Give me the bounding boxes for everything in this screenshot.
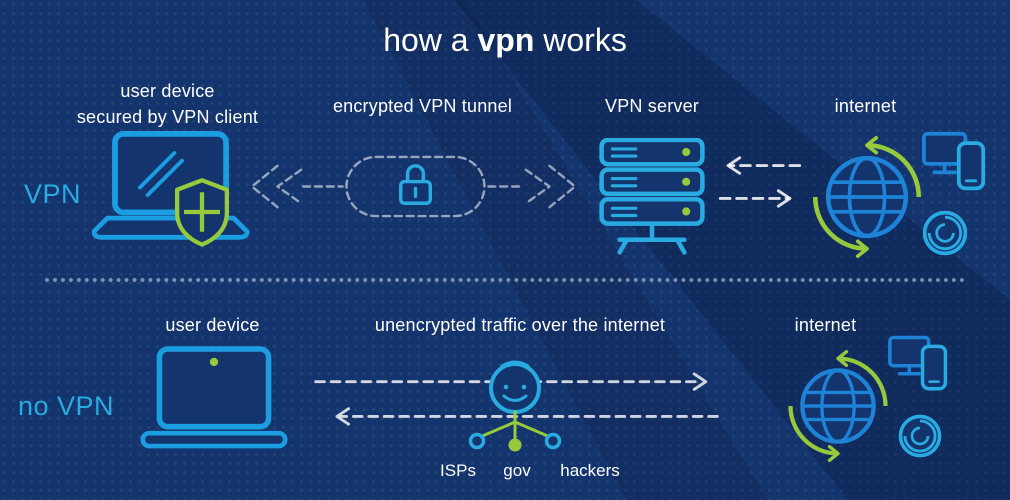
title-prefix: how a [383, 22, 478, 58]
encrypted-tunnel-label: encrypted VPN tunnel [332, 96, 513, 116]
arrow-right-head [692, 372, 708, 391]
globe-icon [806, 136, 928, 258]
laptop-icon-bottom [140, 346, 288, 450]
dotted-divider [45, 278, 965, 282]
tunnel-left-arrows [250, 155, 577, 218]
browser-swirl-icon-bottom [896, 412, 944, 460]
internet-label-top: internet [834, 96, 897, 116]
globe-icon-bottom [782, 350, 894, 462]
server-icon [598, 138, 706, 257]
internet-label-bottom: internet [794, 315, 857, 335]
user-device-label: user device [165, 315, 260, 335]
tunnel-icon [244, 140, 584, 234]
user-device-secured-label-line2: secured by VPN client [76, 107, 259, 127]
user-device-secured-label-line1: user device [120, 81, 215, 101]
snooper-person-icon [452, 358, 578, 458]
shield-icon [172, 176, 232, 248]
arrow-right-head [776, 189, 792, 208]
server-internet-arrows [714, 152, 804, 212]
page-title: how a vpn works [0, 22, 1010, 59]
snooper-label-isps: ISPs [440, 461, 476, 480]
title-suffix: works [534, 22, 627, 58]
devices-icon-bottom [888, 334, 950, 394]
row-label-vpn: VPN [24, 179, 82, 209]
row-label-no-vpn: no VPN [18, 391, 115, 421]
snooper-label-hackers: hackers [560, 461, 620, 480]
snooper-label-gov: gov [503, 461, 531, 480]
arrow-left-head [335, 407, 350, 426]
devices-icon [922, 130, 988, 194]
lock-icon [398, 164, 432, 205]
vpn-server-label: VPN server [604, 96, 700, 116]
arrow-left-head [726, 156, 742, 175]
title-bold-vpn: vpn [477, 22, 535, 58]
browser-swirl-icon [920, 208, 970, 258]
unencrypted-traffic-label: unencrypted traffic over the internet [374, 315, 666, 335]
